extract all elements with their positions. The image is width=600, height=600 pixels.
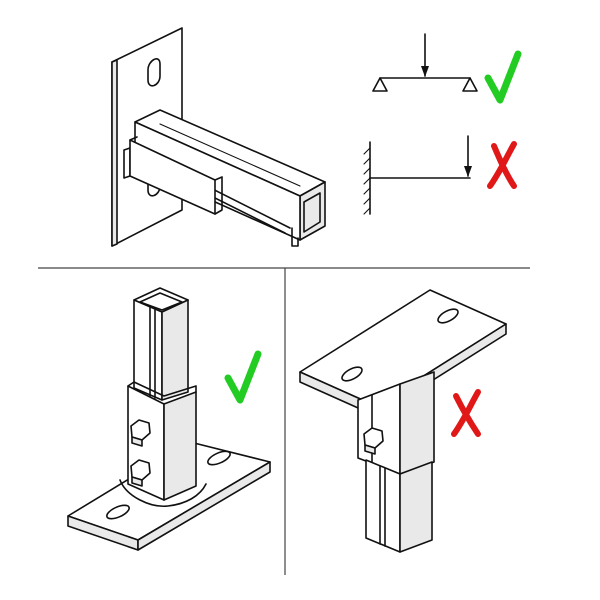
fixed-wall-icon (363, 147, 371, 215)
check-icon (484, 50, 522, 104)
pin-support-icon (462, 77, 478, 92)
check-icon (224, 350, 262, 404)
cross-icon (451, 389, 481, 437)
bolt-icon (130, 459, 151, 487)
ceiling-base-drawing (299, 289, 507, 553)
pin-support-icon (372, 77, 388, 92)
wall-bracket-drawing (111, 27, 326, 247)
floor-base-drawing (67, 287, 271, 551)
bolt-icon (130, 419, 151, 447)
bolt-icon (363, 427, 384, 455)
load-diagram-simply-supported (372, 33, 478, 92)
load-diagram-cantilever (363, 135, 472, 215)
cross-icon (487, 141, 517, 189)
